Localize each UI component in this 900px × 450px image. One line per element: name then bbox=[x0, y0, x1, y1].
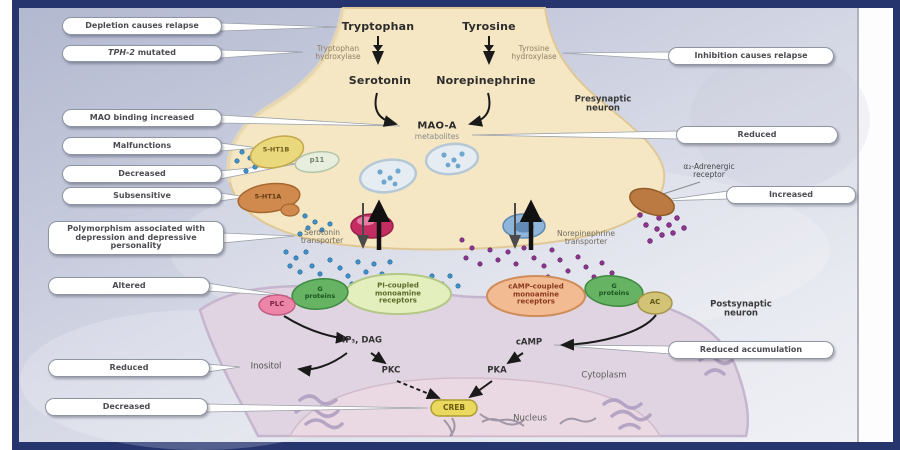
callout-reduced-accumulation: Reduced accumulation bbox=[668, 341, 834, 359]
callout-increased-alpha2: Increased bbox=[726, 186, 856, 204]
creb-label: CREB bbox=[442, 402, 466, 412]
callout-text: mutated bbox=[134, 48, 176, 58]
nucleus-label: Nucleus bbox=[513, 413, 547, 424]
pka-label: PKA bbox=[487, 365, 507, 376]
right-margin bbox=[859, 8, 893, 442]
callout-text-italic: TPH-2 bbox=[108, 48, 135, 58]
mao-a-label: MAO-A bbox=[417, 120, 457, 132]
signal-arrows bbox=[283, 36, 657, 400]
plc-label: PLC bbox=[269, 300, 285, 309]
presynaptic-neuron-shape bbox=[226, 7, 666, 251]
callout-text: Malfunctions bbox=[112, 140, 172, 150]
callout-text: Decreased bbox=[102, 401, 151, 411]
g-proteins-left-label: G proteins bbox=[304, 284, 336, 300]
alpha2-adrenergic-receptor-label: α₂-Adrenergic receptor bbox=[683, 161, 735, 179]
presynaptic-neuron-label: Presynaptic neuron bbox=[574, 94, 632, 114]
metabolites-label: metabolites bbox=[414, 131, 460, 141]
camp-coupled-receptors-label: cAMP-coupled monoamine receptors bbox=[508, 282, 564, 306]
callout-text: Polymorphism associated with depression … bbox=[67, 223, 205, 251]
serotonin-label: Serotonin bbox=[348, 73, 412, 87]
callout-reduced-inositol: Reduced bbox=[48, 359, 210, 377]
pkc-label: PKC bbox=[381, 365, 401, 376]
pi-coupled-receptors-label: PI-coupled monoamine receptors bbox=[374, 281, 422, 305]
synaptic-vesicles bbox=[358, 142, 480, 194]
callout-decreased-p11: Decreased bbox=[62, 165, 222, 183]
callout-polymorphism: Polymorphism associated with depression … bbox=[48, 221, 224, 255]
callout-tph2-mutated: TPH-2 mutated bbox=[62, 45, 222, 62]
frame-right bbox=[893, 0, 900, 450]
p11-label: p11 bbox=[309, 156, 325, 165]
callout-text: Depletion causes relapse bbox=[85, 20, 199, 30]
frame-bottom bbox=[12, 442, 900, 450]
callout-text: Reduced bbox=[109, 362, 149, 372]
callout-text: Increased bbox=[768, 189, 814, 199]
callout-text: Altered bbox=[112, 280, 146, 290]
ip3-dag-label: IP₃, DAG bbox=[342, 335, 382, 346]
g-proteins-right-label: G proteins bbox=[598, 281, 630, 297]
norepinephrine-transporter-label: Norepinephrine transporter bbox=[557, 228, 615, 246]
callout-decreased-creb: Decreased bbox=[45, 398, 208, 416]
frame-top bbox=[12, 0, 900, 8]
callout-leader-lines bbox=[205, 22, 729, 413]
callout-text: Reduced accumulation bbox=[699, 344, 803, 354]
callout-text: Decreased bbox=[118, 168, 166, 178]
tyrosine-hydroxylase-label: Tyrosine hydroxylase bbox=[511, 43, 557, 61]
serotonin-transporter-label: Serotonin transporter bbox=[300, 227, 344, 245]
callout-mao-binding-increased: MAO binding increased bbox=[62, 109, 222, 127]
norepinephrine-label: Norepinephrine bbox=[436, 73, 536, 87]
tryptophan-hydroxylase-label: Tryptophan hydroxylase bbox=[315, 43, 361, 61]
frame-left bbox=[12, 0, 19, 450]
cytoplasm-label: Cytoplasm bbox=[581, 370, 627, 381]
5ht1a-receptor-label: 5-HT1A bbox=[254, 192, 282, 201]
5ht1b-receptor-label: 5-HT1B bbox=[262, 145, 290, 154]
callout-text: Reduced bbox=[737, 129, 777, 139]
ac-label: AC bbox=[649, 298, 661, 307]
callout-depletion-causes-relapse: Depletion causes relapse bbox=[62, 17, 222, 35]
callout-text: Inhibition causes relapse bbox=[694, 50, 808, 60]
tyrosine-label: Tyrosine bbox=[462, 19, 516, 33]
callout-altered: Altered bbox=[48, 277, 210, 295]
callout-text: MAO binding increased bbox=[89, 112, 195, 122]
camp-label: cAMP bbox=[515, 337, 543, 348]
postsynaptic-neuron-label: Postsynaptic neuron bbox=[710, 299, 772, 319]
tryptophan-label: Tryptophan bbox=[341, 19, 415, 33]
callout-malfunctions: Malfunctions bbox=[62, 137, 222, 155]
callout-subsensitive: Subsensitive bbox=[62, 187, 222, 205]
callout-text: Subsensitive bbox=[113, 190, 171, 200]
inositol-label: Inositol bbox=[250, 361, 282, 372]
callout-reduced-metabolites: Reduced bbox=[676, 126, 838, 144]
callout-inhibition-causes-relapse: Inhibition causes relapse bbox=[668, 47, 834, 65]
